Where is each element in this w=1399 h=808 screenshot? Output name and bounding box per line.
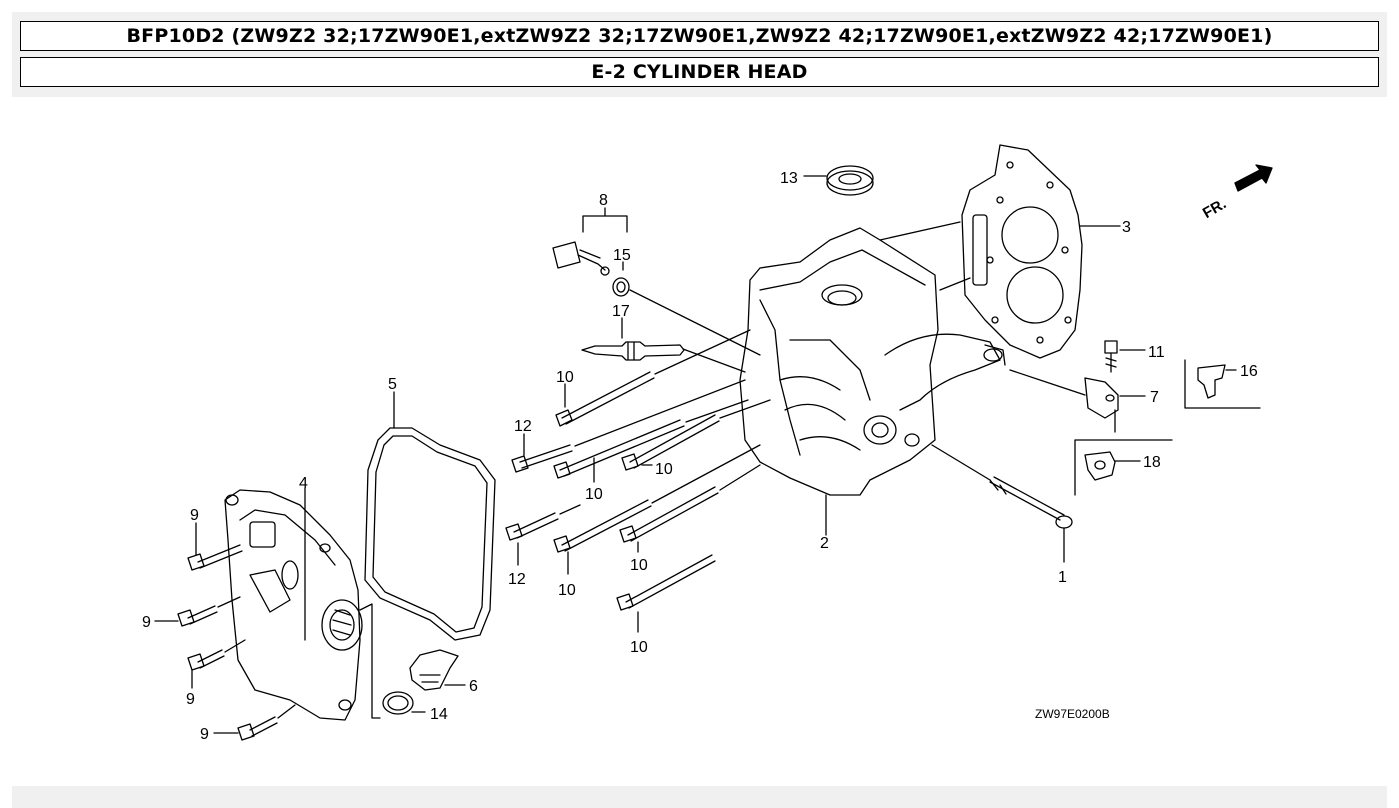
cover-bolt-b[interactable] [177,605,218,627]
callout-1: 1 [1058,569,1067,586]
callout-13: 13 [780,170,798,187]
callout-4: 4 [299,475,308,492]
callout-17: 17 [612,303,630,320]
grommet[interactable] [1197,364,1226,399]
callout-3: 3 [1122,219,1131,236]
sealing-washer[interactable] [612,277,630,297]
parts-diagram: FR. 1 2 3 4 5 6 7 8 9 9 9 9 10 10 10 10 … [142,144,1273,743]
section-title: E-2 CYLINDER HEAD [20,57,1379,87]
oil-filler-cap[interactable] [409,649,459,691]
callout-16: 16 [1240,363,1258,380]
front-marker: FR. [1200,195,1229,222]
callout-10-f: 10 [630,639,648,656]
callout-15: 15 [613,247,631,264]
cover-bolt-c[interactable] [187,649,225,671]
callout-6: 6 [469,678,478,695]
cover-bolt-d[interactable] [237,716,278,741]
stay-bracket[interactable] [1084,377,1119,419]
callout-18: 18 [1143,454,1161,471]
callout-9-c: 9 [186,691,195,708]
footer-bar [12,786,1387,808]
drawing-code: ZW97E0200B [1035,707,1110,721]
bolt-10-b[interactable] [553,419,685,479]
callout-10-d: 10 [558,582,576,599]
bolt-10-a[interactable] [555,371,655,427]
callout-7: 7 [1150,389,1159,406]
header-panel: BFP10D2 (ZW9Z2 32;17ZW90E1,extZW9Z2 32;1… [12,12,1387,97]
head-gasket[interactable] [961,144,1083,359]
callout-2: 2 [820,535,829,552]
spark-plug[interactable] [581,341,685,361]
bolt-10-e[interactable] [619,486,719,543]
bolt-12-a[interactable] [511,444,573,473]
callout-5: 5 [388,376,397,393]
clip[interactable] [1084,451,1116,481]
front-arrow-icon [1234,164,1273,192]
model-title: BFP10D2 (ZW9Z2 32;17ZW90E1,extZW9Z2 32;1… [20,21,1379,51]
callout-11: 11 [1148,344,1165,361]
cylinder-head-cover[interactable] [224,489,363,721]
callout-10-a: 10 [556,369,574,386]
callout-9-a: 9 [190,507,199,524]
bolt-10-d[interactable] [553,499,652,553]
bolt-10-f[interactable] [616,554,716,611]
sensor[interactable] [552,241,610,276]
cylinder-head[interactable] [739,227,1006,496]
bolt-10-c[interactable] [621,414,720,471]
callout-8: 8 [599,192,608,209]
callout-10-e: 10 [630,557,648,574]
callout-9-b: 9 [142,614,151,631]
callout-10-c: 10 [655,461,673,478]
bolt-12-b[interactable] [505,512,559,541]
o-ring[interactable] [382,691,414,715]
head-cover-gasket[interactable] [364,427,496,641]
oil-seal[interactable] [826,165,874,196]
cylinder-head-bolt[interactable] [989,476,1073,529]
callout-9-d: 9 [200,726,209,743]
callout-10-b: 10 [585,486,603,503]
callout-12-b: 12 [508,571,526,588]
flange-bolt[interactable] [1104,340,1118,373]
callout-12-a: 12 [514,418,532,435]
callout-14: 14 [430,706,448,723]
